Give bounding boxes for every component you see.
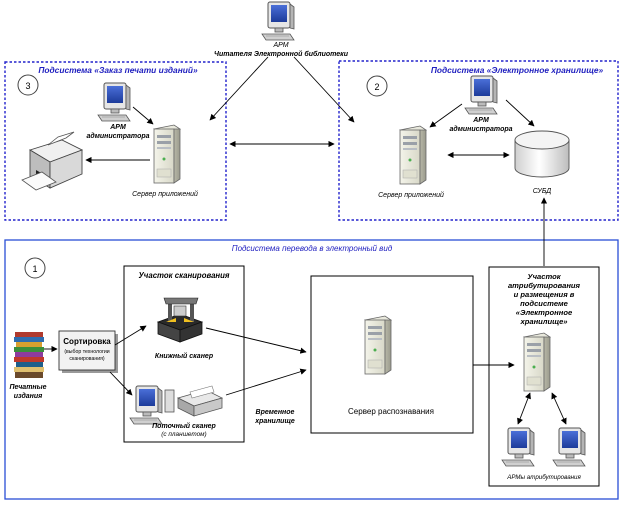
subsystem-digitize-number-badge (24, 257, 46, 279)
subsystem-digitize-number: 1 (32, 264, 37, 274)
sorting-note-1: (выбор технологии (64, 349, 109, 355)
reader-to-print-server-arrow (209, 56, 269, 121)
books-stack-icon (14, 332, 44, 378)
subsystem-print: Подсистема «Заказ печати изданий» 3 АРМ … (4, 61, 227, 221)
printer-icon (21, 131, 84, 191)
book-scanner-to-recognition-arrow (205, 327, 307, 354)
attr-workstations-label: АРМы атрибутирования (506, 474, 581, 481)
subsystem-print-number-badge (17, 74, 39, 96)
printed-label-1: Печатные (9, 384, 46, 391)
recognition-server-label: Сервер распознавания (348, 407, 434, 416)
sorting-box (58, 330, 116, 371)
storage-admin-label-2: администратора (449, 125, 512, 133)
print-app-server-icon (153, 124, 181, 184)
attr-area-line-1: Участок (527, 272, 561, 281)
storage-admin-to-server-arrow (429, 103, 463, 128)
database-icon (514, 130, 570, 178)
subsystem-storage-number: 2 (374, 82, 379, 92)
subsystem-storage-frame (338, 60, 619, 221)
subsystem-storage-number-badge (366, 75, 388, 97)
reader-workstation-icon (261, 1, 295, 41)
storage-admin-workstation-icon (464, 75, 498, 115)
sorting-note-2: сканирования) (69, 356, 105, 362)
storage-admin-label-1: АРМ (472, 117, 489, 124)
temp-storage-label-2: хранилище (254, 418, 295, 425)
flow-scanner-icon (176, 385, 224, 417)
print-admin-to-server-arrow (132, 106, 154, 125)
attr-area-line-5: «Электронное (516, 308, 573, 317)
subsystem-digitize: Подсистема перевода в электронный вид 1 … (4, 239, 619, 500)
subsystem-storage: Подсистема «Электронное хранилище» 2 АРМ… (338, 60, 619, 221)
storage-app-server-label: Сервер приложений (378, 191, 444, 199)
reader-to-storage-server-arrow (293, 56, 355, 123)
sorting-title: Сортировка (63, 337, 111, 346)
scan-area-title: Участок сканирования (139, 271, 230, 280)
print-admin-workstation-icon (97, 82, 131, 122)
flow-scanner-label-2: (с планшетом) (161, 431, 206, 438)
subsystem-print-title: Подсистема «Заказ печати изданий» (38, 65, 198, 75)
book-scanner-icon (156, 297, 204, 343)
subsystem-print-frame (4, 61, 227, 221)
storage-app-server-icon (399, 125, 427, 185)
sorting-to-flow-scanner-arrow (109, 371, 133, 396)
attr-area-line-4: подсистеме (520, 299, 569, 308)
attr-area-line-2: атрибутирования (508, 281, 581, 290)
book-scanner-label: Книжный сканер (155, 352, 214, 360)
recognition-server-icon (364, 315, 392, 375)
printed-label-2: издания (14, 392, 43, 400)
print-admin-label-2: администратора (86, 132, 149, 140)
print-app-server-label: Сервер приложений (132, 190, 198, 198)
attr-area-line-6: хранилище» (519, 317, 567, 326)
reader-workstation-label-2: Читателя Электронной библиотеки (214, 50, 349, 58)
subsystem-digitize-title: Подсистема перевода в электронный вид (232, 244, 393, 253)
flow-scanner-tower-icon (164, 389, 175, 413)
sorting-to-book-scanner-arrow (114, 325, 147, 346)
subsystem-print-number: 3 (25, 81, 30, 91)
flow-scanner-label-1: Поточный сканер (152, 422, 216, 430)
reader-workstation-label-1: АРМ (272, 42, 288, 49)
flow-scanner-to-recognition-arrow (225, 368, 307, 396)
attr-area-line-3: и размещения в (514, 290, 575, 299)
attr-server-left-workstation-arrow (517, 392, 531, 425)
subsystem-storage-title: Подсистема «Электронное хранилище» (431, 65, 604, 75)
reader-workstation: АРМ Читателя Электронной библиотеки (214, 1, 349, 58)
print-admin-label-1: АРМ (109, 124, 126, 131)
storage-admin-to-db-arrow (505, 99, 535, 127)
subsystem-digitize-frame (4, 239, 619, 500)
database-label: СУБД (533, 188, 552, 195)
temp-storage-label-1: Временное (256, 409, 295, 416)
attr-server-right-workstation-arrow (551, 392, 567, 425)
attr-server-icon (523, 332, 551, 392)
recognition-server-frame (310, 275, 474, 434)
